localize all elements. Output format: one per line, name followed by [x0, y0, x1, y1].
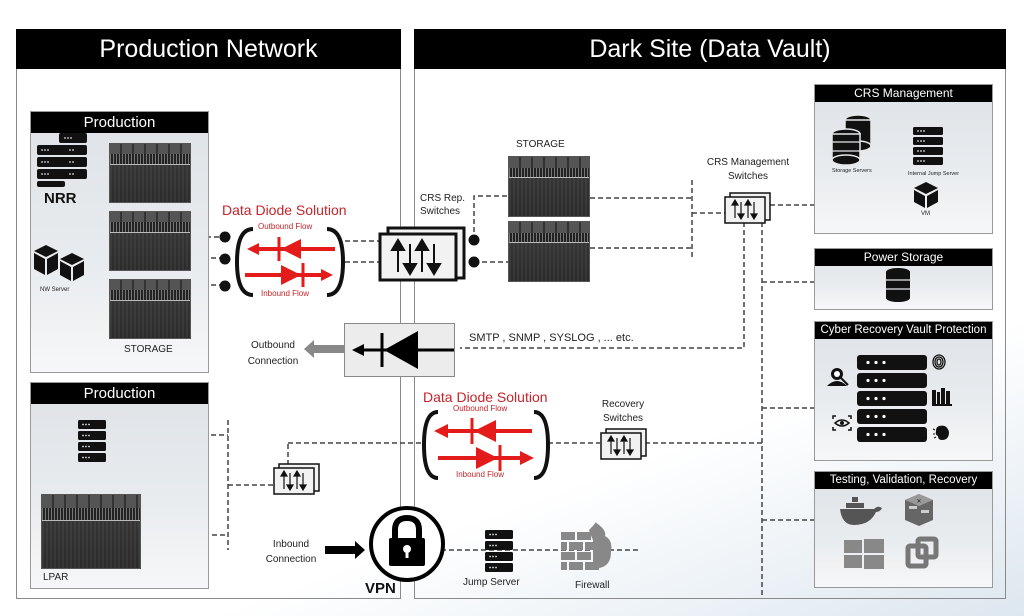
line-mgmt-smtp: [460, 222, 745, 349]
data-diode-bottom-title: Data Diode Solution: [423, 389, 548, 405]
cyber-recovery-title: Cyber Recovery Vault Protection: [815, 322, 992, 339]
crs-rep-switches-label: CRS Rep. Switches: [420, 192, 466, 218]
lpar-label: LPAR: [43, 572, 69, 583]
data-diode-top-inbound-label: Inbound Flow: [261, 289, 310, 298]
prod-storage-rack-1: [109, 143, 191, 203]
storage-servers-icon: [831, 114, 872, 166]
prod-storage-label: STORAGE: [124, 344, 173, 355]
nrr-server-icon: [37, 133, 87, 187]
production-network-title: Production Network: [16, 29, 401, 69]
dark-storage-rack-2: [508, 221, 590, 282]
dark-site-panel: Dark Site (Data Vault): [414, 29, 1006, 599]
vm-label: VM: [921, 211, 930, 217]
library-books-icon: [932, 388, 952, 406]
eye-scan-icon: [832, 415, 852, 431]
jump-server-label: Jump Server: [463, 577, 520, 588]
firewall-label: Firewall: [575, 580, 610, 591]
data-diode-top-title: Data Diode Solution: [222, 202, 347, 218]
data-diode-bottom-inbound-label: Inbound Flow: [456, 470, 505, 479]
inbound-arrow-icon: [325, 541, 365, 559]
data-diode-top-outbound-label: Outbound Flow: [258, 222, 313, 231]
prod-storage-rack-3: [109, 279, 191, 339]
dark-storage-rack-1: [508, 156, 590, 217]
crs-rep-switch-icon: [378, 226, 466, 282]
firewall-icon: [561, 522, 612, 570]
crs-mgmt-switches-label: CRS Management Switches: [706, 157, 790, 182]
jump-server-icon: [485, 530, 513, 572]
rep-switch-ports: [468, 234, 480, 268]
power-storage-title: Power Storage: [815, 249, 992, 266]
outbound-diode-icon: [344, 323, 455, 377]
virtualbox-icon: ✕: [905, 494, 933, 526]
recovery-switch-icon: [600, 428, 647, 460]
testing-group: Testing, Validation, Recovery: [814, 471, 993, 588]
lpar-rack: [41, 494, 141, 569]
dark-storage-label: STORAGE: [516, 139, 565, 150]
vm-icon: [914, 182, 938, 208]
user-search-icon: [827, 368, 849, 386]
nrr-label: NRR: [44, 190, 77, 207]
testing-title: Testing, Validation, Recovery: [815, 472, 992, 489]
crs-management-title: CRS Management: [815, 85, 992, 102]
docker-icon: [840, 497, 882, 525]
nw-server-icon: [34, 245, 84, 281]
line-rep-storage1: [473, 195, 508, 240]
prod-storage-rack-2: [109, 211, 191, 271]
outbound-arrow-icon: [304, 340, 344, 358]
windows-icon: [844, 539, 884, 569]
fingerprint-icon: [932, 354, 946, 370]
vmware-icon: [905, 536, 939, 569]
data-diode-top-icon: [219, 227, 346, 297]
outbound-connection-label: Outbound Connection: [247, 340, 299, 367]
vpn-label: VPN: [365, 580, 396, 597]
storage-servers-label: Storage Servers: [832, 168, 872, 174]
prod-bottom-switch-icon: [273, 463, 320, 495]
svg-text:✕: ✕: [916, 499, 921, 505]
power-storage-db-icon: [886, 268, 910, 302]
internal-jump-server-icon: [913, 127, 943, 165]
protocols-label: SMTP , SNMP , SYSLOG , ... etc.: [469, 332, 634, 344]
data-diode-bottom-icon: [421, 410, 551, 480]
prod-bottom-server-icon: [78, 420, 106, 462]
brain-ai-icon: [932, 425, 949, 440]
recovery-switches-label: Recovery Switches: [601, 399, 645, 424]
inbound-connection-label: Inbound Connection: [265, 539, 317, 565]
internal-jump-server-label: Internal Jump Server: [908, 171, 960, 177]
crs-mgmt-switch-icon: [724, 192, 771, 224]
production-top-title: Production: [31, 112, 208, 133]
vpn-lock-icon: [369, 506, 445, 582]
crs-rep-switches-text: CRS Rep. Switches: [420, 193, 466, 217]
vault-server-stack-icon: [857, 355, 927, 442]
production-network-panel: Production Network: [16, 29, 401, 599]
nw-server-label: NW Server: [40, 287, 70, 293]
data-diode-bottom-outbound-label: Outbound Flow: [453, 404, 508, 413]
production-bottom-title: Production: [31, 383, 208, 404]
dark-site-title: Dark Site (Data Vault): [414, 29, 1006, 69]
